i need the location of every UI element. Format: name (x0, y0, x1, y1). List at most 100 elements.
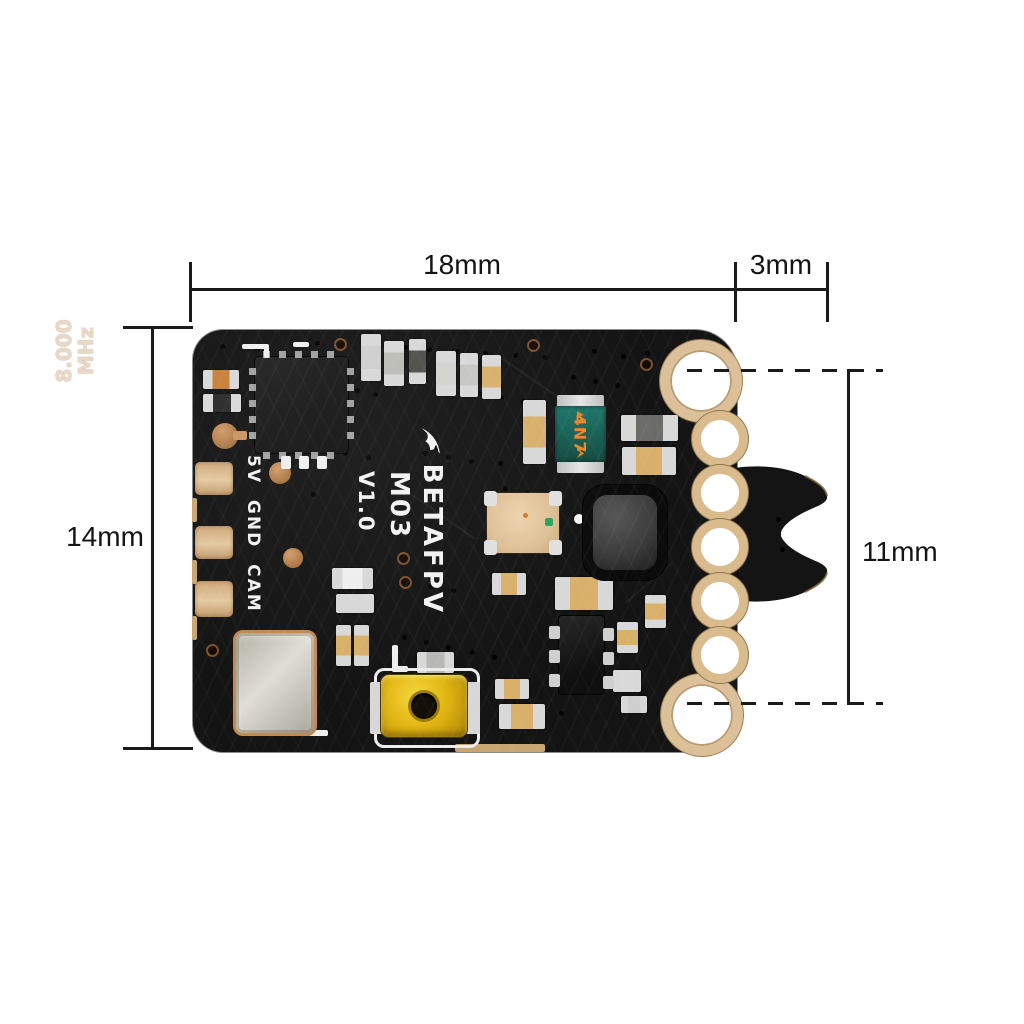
ic-pins-right (347, 368, 354, 442)
right-dimension-line (847, 369, 850, 705)
solder-blob (484, 491, 497, 506)
edge-plating (192, 560, 197, 584)
top-dimension-line (190, 288, 828, 291)
edge-plating (192, 498, 197, 522)
smd-resistor (409, 339, 426, 384)
top-dimension-tick-left (189, 262, 192, 322)
io-labels: 5V GND CAM (243, 455, 263, 613)
crystal-oscillator (233, 630, 317, 736)
smd-capacitor (482, 355, 501, 399)
mounting-tab (735, 466, 828, 602)
board-height-label: 14mm (66, 521, 144, 552)
inductor-code: 4N7 (571, 414, 590, 454)
smd-capacitor (336, 594, 374, 613)
silkscreen-corner-mark (392, 645, 398, 672)
ic-pins-left (249, 368, 256, 442)
left-dimension-tick-bottom (123, 747, 193, 750)
smd-capacitor (336, 625, 351, 666)
solder-blob (484, 540, 497, 555)
copper-via (397, 552, 410, 565)
brand-text: BETAFPV (417, 463, 447, 615)
io-pad-5v (195, 462, 233, 495)
tab-pilot-hole (776, 517, 781, 522)
solder-pad (370, 682, 383, 734)
marking-bolt (577, 445, 584, 458)
hole-spacing-label: 11mm (862, 536, 938, 567)
solder-blob (549, 491, 562, 506)
edge-plating (192, 616, 197, 640)
through-hole-pad (692, 573, 748, 629)
smd-capacitor (384, 341, 404, 386)
version-text: V1.0 (354, 471, 378, 533)
solder-stub (281, 456, 291, 469)
brand-line: BETAFPV (415, 425, 448, 615)
smd-capacitor (555, 577, 613, 610)
ic-lead (549, 674, 560, 687)
smd-capacitor (613, 670, 641, 692)
smd-capacitor (523, 400, 546, 464)
led-die-dot (523, 513, 528, 518)
left-dimension-tick-top (123, 326, 193, 329)
inductor-4n7: 4N7 (555, 395, 606, 473)
mounting-hole-bottom (661, 674, 743, 756)
copper-via (527, 339, 540, 352)
betafpv-logo-icon (422, 428, 441, 454)
right-dimension-dash-bottom (687, 702, 883, 705)
smd-capacitor (417, 652, 454, 673)
solder-stub (317, 456, 327, 469)
button-center-hole (411, 693, 437, 719)
silkscreen-dot (574, 514, 584, 524)
smd-capacitor (499, 704, 545, 729)
smd-capacitor (436, 351, 456, 396)
main-ic-chip (255, 357, 348, 453)
top-dimension-tick-right (826, 262, 829, 322)
ic-lead (603, 628, 614, 641)
board-width-label: 18mm (423, 249, 501, 280)
smd-capacitor (621, 696, 647, 713)
left-dimension-line (151, 327, 154, 750)
led-die-green (545, 518, 553, 526)
regulator-ic (559, 616, 604, 694)
io-pad-cam (195, 581, 233, 617)
smd-capacitor (495, 679, 529, 699)
ic-lead (549, 650, 560, 663)
silkscreen-mark (264, 344, 269, 358)
power-inductor (583, 485, 667, 580)
solder-stub (299, 456, 309, 469)
smd-capacitor (332, 568, 373, 589)
copper-pad (283, 548, 303, 568)
via-holes (193, 330, 198, 335)
ic-lead (603, 676, 614, 689)
smd-capacitor (460, 353, 478, 397)
smd-capacitor (361, 334, 381, 381)
silkscreen-mark (242, 344, 268, 349)
tab-pilot-hole (780, 547, 785, 552)
mounting-hole-top (660, 340, 742, 422)
smd-capacitor (354, 625, 369, 666)
smd-capacitor (622, 447, 676, 475)
silkscreen-corner-mark (308, 730, 328, 736)
model-text: M03 (384, 471, 414, 540)
solder-cap (557, 395, 604, 408)
inductor-face (593, 495, 657, 570)
io-pad-gnd (195, 526, 233, 559)
solder-cap (557, 460, 604, 473)
through-hole-pad (692, 519, 748, 575)
copper-via (640, 358, 653, 371)
ic-lead (603, 652, 614, 665)
solder-pad (465, 682, 480, 734)
crystal-frequency-unit: MHz (74, 326, 98, 376)
pad-stub (233, 431, 247, 440)
through-hole-pad (692, 411, 748, 467)
smd-capacitor (617, 622, 638, 653)
through-hole-pad (692, 627, 748, 683)
copper-via (334, 338, 347, 351)
edge-plating (455, 744, 545, 752)
ic-pins-top (263, 351, 339, 358)
copper-via (206, 644, 219, 657)
top-dimension-tick-middle (734, 262, 737, 322)
tab-width-label: 3mm (749, 249, 813, 280)
copper-via (399, 576, 412, 589)
right-dimension-dash-top (687, 369, 883, 372)
